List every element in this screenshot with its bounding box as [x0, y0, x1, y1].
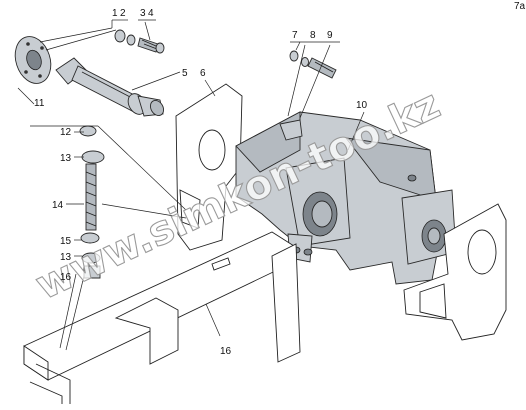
- right-bracket-plate: [403, 203, 507, 341]
- callout-11: 11: [34, 98, 45, 109]
- callout-1: 1: [112, 8, 118, 19]
- vertical-bolt-stack-parts-12-15: [79, 125, 105, 279]
- callout-12: 12: [60, 127, 72, 138]
- callout-15: 15: [60, 236, 72, 247]
- callout-6: 6: [200, 68, 206, 79]
- callout-10: 10: [356, 100, 368, 111]
- flange-disk-part-11: [14, 36, 52, 84]
- callout-13-lower: 13: [60, 252, 72, 263]
- bracket-plate-part-6: [175, 83, 243, 251]
- callout-14: 14: [52, 200, 64, 211]
- frame-channel-part-16: [23, 231, 301, 404]
- cardan-shaft-part-5: [55, 57, 165, 117]
- axle-housing-part-10: [235, 111, 457, 285]
- callout-9: 9: [327, 30, 333, 41]
- callout-numbers: 1 2 3 4 5 6 7 8 9 10 11 12 13 14 15 13 1…: [34, 8, 368, 357]
- callout-5: 5: [182, 68, 188, 79]
- fasteners-parts-7-9: [289, 50, 337, 79]
- callout-8: 8: [310, 30, 316, 41]
- callout-4: 4: [148, 8, 154, 19]
- corner-mark: 7a: [514, 1, 526, 12]
- callout-2: 2: [120, 8, 126, 19]
- callout-13-upper: 13: [60, 153, 72, 164]
- callout-7: 7: [292, 30, 298, 41]
- callout-16: 16: [220, 346, 232, 357]
- bolt-set-parts-1-4: [114, 29, 165, 54]
- leader-lines: [17, 19, 365, 351]
- callout-16-small: 16: [60, 272, 72, 283]
- callout-3: 3: [140, 8, 146, 19]
